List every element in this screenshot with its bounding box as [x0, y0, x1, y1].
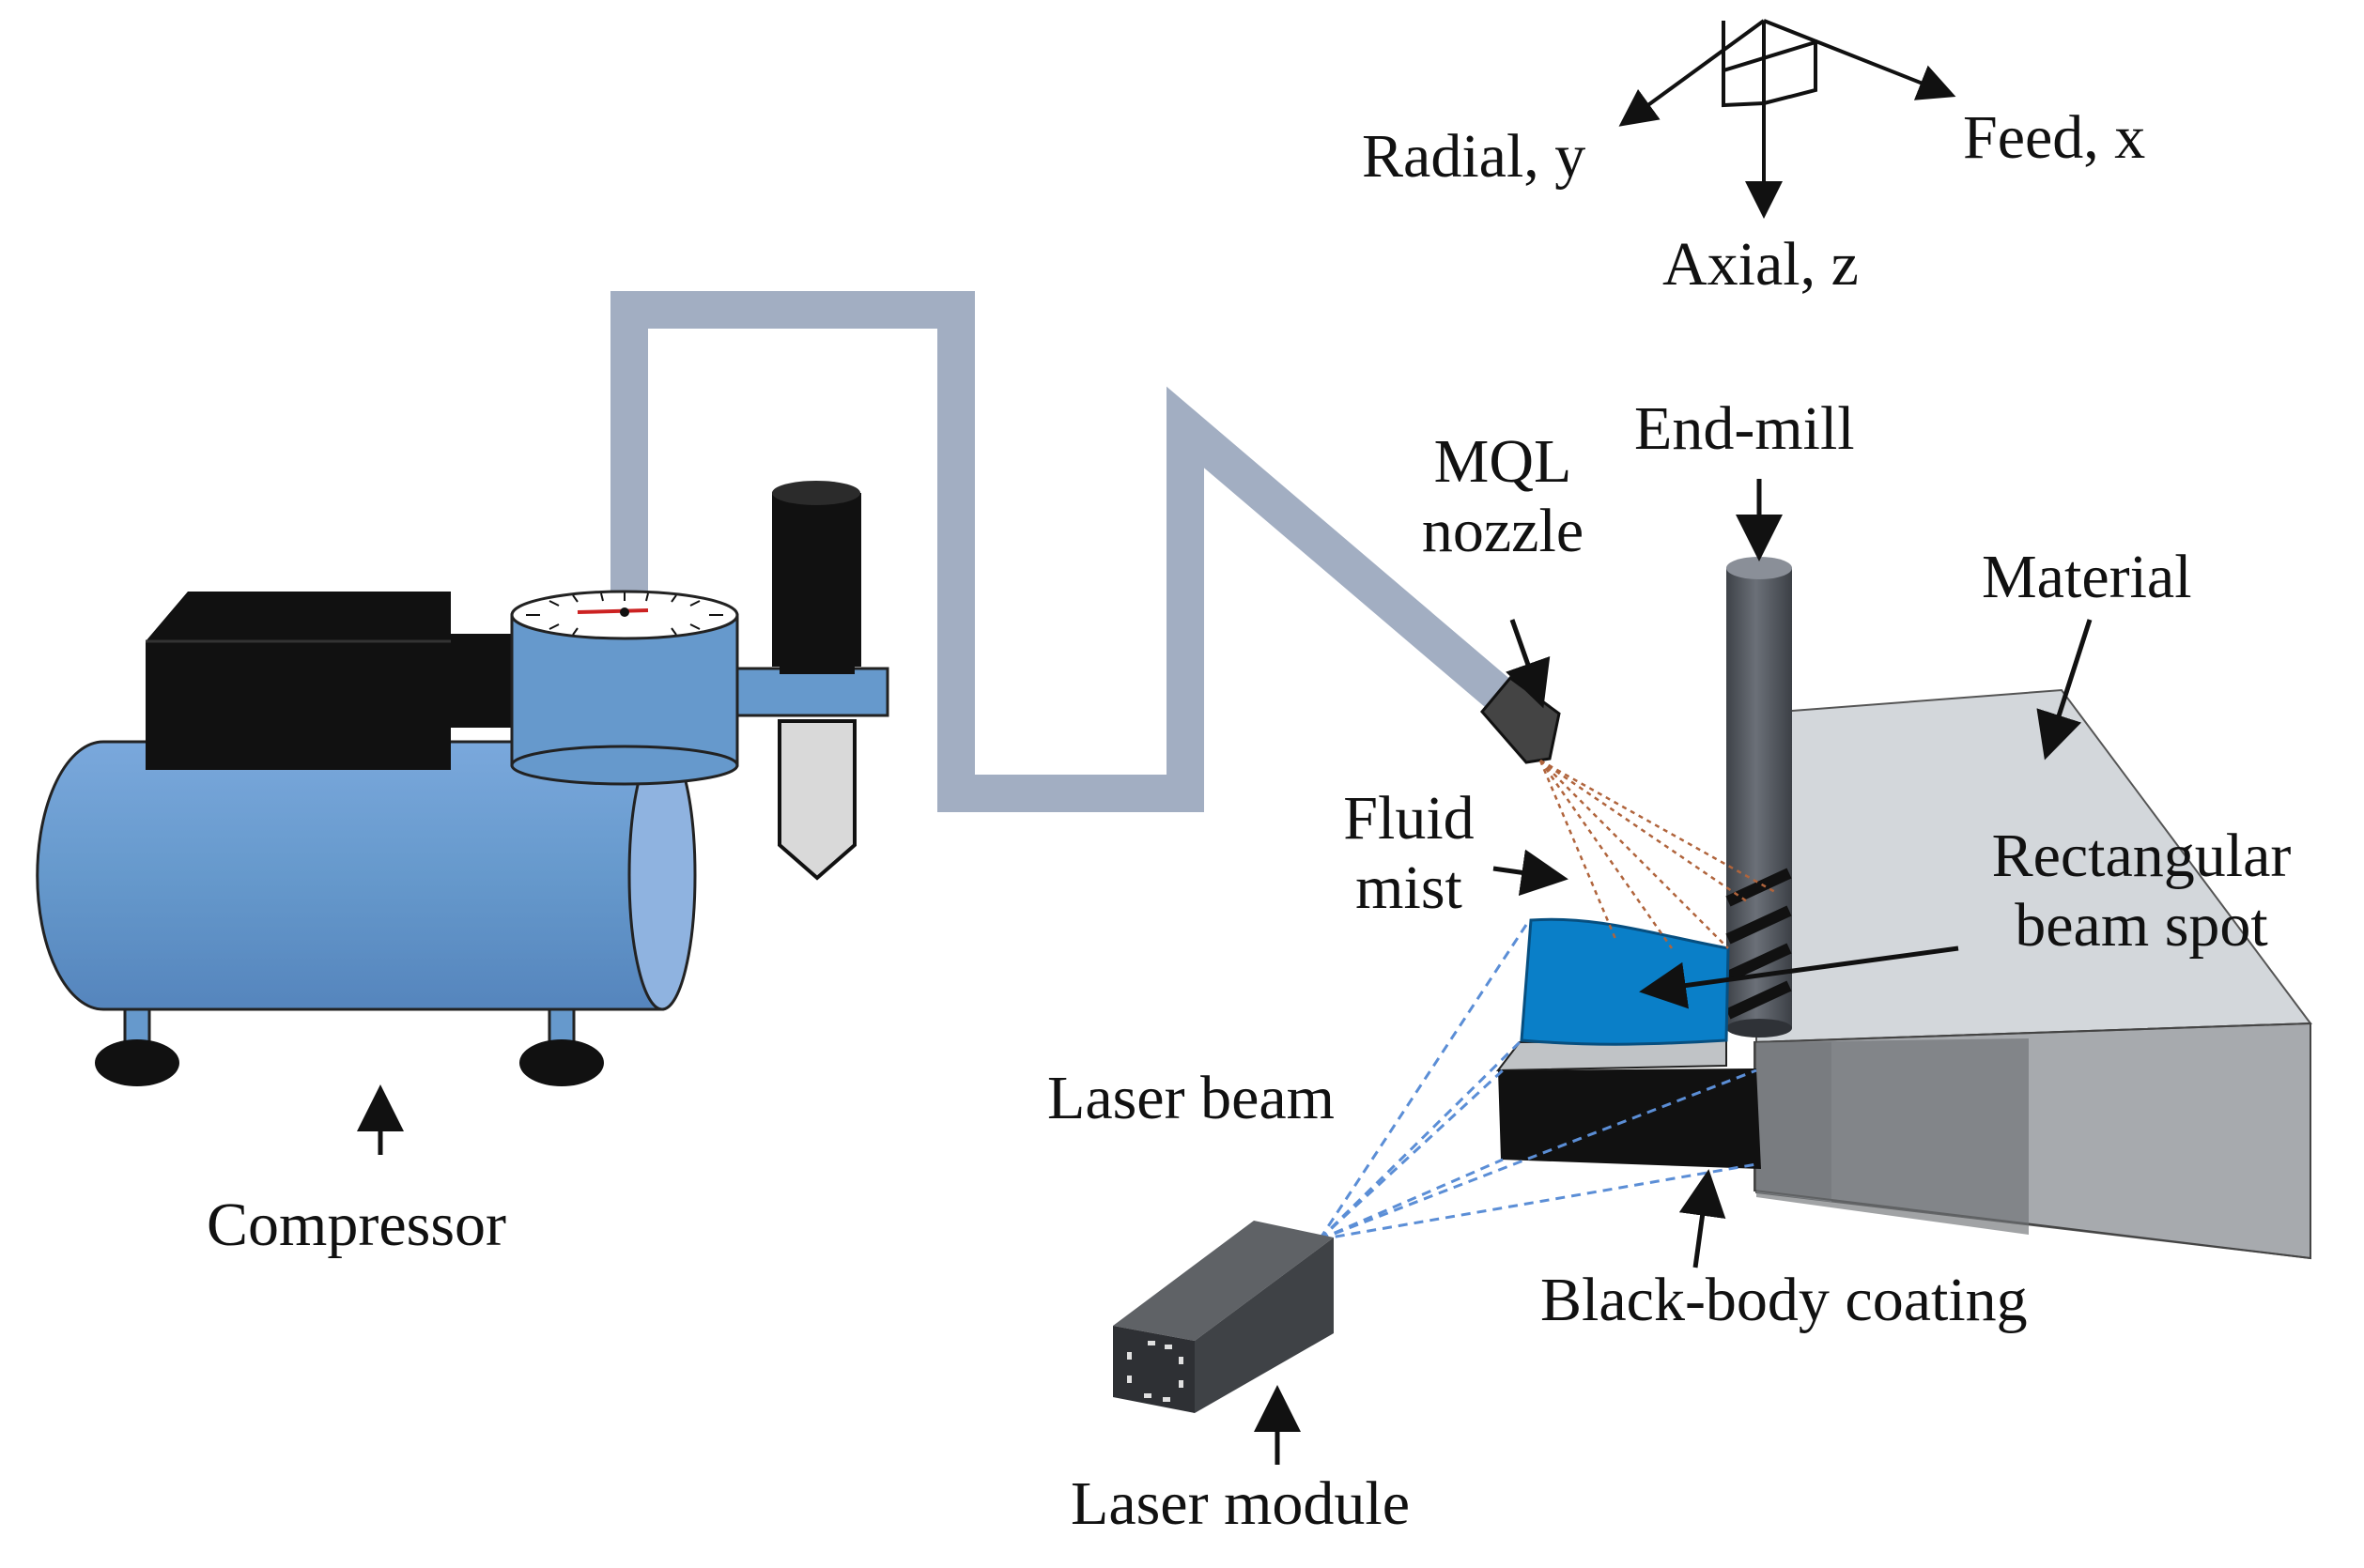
filter-bowl: [778, 719, 857, 881]
beam-spot-region: [1520, 917, 1730, 1046]
end-mill: [1725, 557, 1792, 1038]
fluid-mist-arrow: [1492, 849, 1568, 897]
beam-spot-label: Rectangular beam spot: [1954, 822, 2329, 961]
mql-nozzle-arrow: [1506, 619, 1551, 709]
fluid-mist-label: Fluid mist: [1315, 784, 1503, 923]
fluid-mist-lines: [1538, 759, 1776, 949]
radial-axis-label: Radial, y: [1362, 122, 1586, 191]
laser-module: [1113, 1221, 1334, 1413]
end-mill-label: End-mill: [1634, 394, 1855, 463]
axial-axis-label: Axial, z: [1662, 230, 1859, 299]
compressor-label: Compressor: [207, 1191, 506, 1259]
beam-spot-label-line1: Rectangular: [1991, 822, 2292, 890]
mql-nozzle-label-line2: nozzle: [1421, 496, 1584, 565]
laser-module-face: [1113, 1326, 1195, 1413]
material-label: Material: [1982, 543, 2192, 611]
black-body-coating-arrow: [1678, 1169, 1726, 1268]
fluid-mist-label-line2: mist: [1355, 853, 1462, 922]
regulator-cap: [772, 493, 861, 667]
laser-module-label: Laser module: [1071, 1469, 1411, 1538]
beam-spot-arrow: [1639, 945, 1959, 1009]
fluid-mist-label-line1: Fluid: [1343, 784, 1475, 853]
mql-nozzle-label-line1: MQL: [1433, 427, 1572, 496]
axes-triad: [1618, 19, 1956, 219]
material-block: [1754, 688, 2312, 1260]
workpiece-edge: [1495, 1038, 1761, 1169]
mql-nozzle: [1480, 675, 1561, 764]
compressor: [36, 481, 889, 1086]
air-hose: [610, 291, 1534, 812]
feed-axis-arrow: [1763, 19, 1956, 100]
black-body-coating-label: Black-body coating: [1540, 1266, 2028, 1334]
gauge-needle: [577, 608, 649, 614]
laser-beam-label: Laser beam: [1047, 1064, 1335, 1132]
feed-axis-label: Feed, x: [1963, 103, 2146, 172]
material-arrow: [2036, 619, 2093, 761]
mql-nozzle-label: MQL nozzle: [1390, 427, 1615, 566]
beam-spot-label-line2: beam spot: [2015, 890, 2268, 960]
radial-axis-arrow: [1618, 19, 1766, 127]
